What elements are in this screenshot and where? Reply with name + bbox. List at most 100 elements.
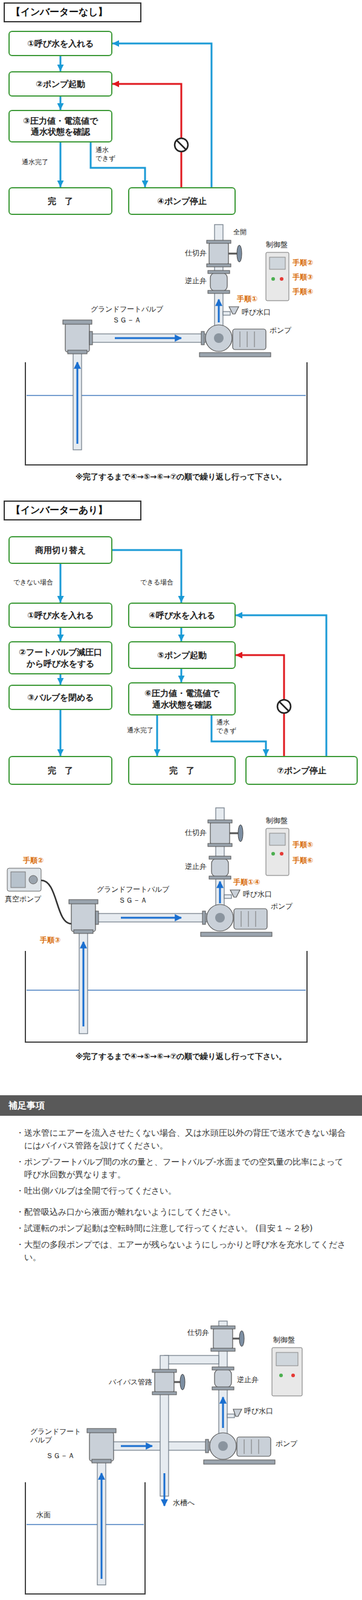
foot-valve	[79, 930, 88, 1035]
water-tank	[25, 951, 308, 1044]
part-label: 呼び水口	[242, 890, 272, 900]
flow-arrow	[100, 1474, 103, 1581]
pump	[251, 1440, 253, 1456]
control-panel	[276, 1353, 298, 1368]
step-label: 手順⑤	[292, 841, 314, 850]
step-label: 手順②	[22, 856, 44, 866]
flow-arrow	[211, 716, 266, 757]
check-valve	[207, 290, 230, 294]
control-panel	[279, 852, 284, 857]
check-valve	[214, 1370, 232, 1389]
pump	[218, 1442, 228, 1453]
prohibition-symbol	[174, 138, 188, 152]
part-label: 呼び水口	[241, 308, 271, 317]
process-box: ①呼び水を入れる	[8, 30, 113, 57]
step-label: 手順③	[292, 273, 314, 282]
vacuum-pump	[41, 881, 72, 925]
priming-port	[223, 311, 231, 316]
edge-label: 通水 できず	[216, 719, 241, 737]
edge-label: できる場合	[140, 578, 174, 588]
step-label: 手順①④	[233, 878, 260, 888]
foot-valve	[71, 903, 96, 933]
part-label: ポンプ	[269, 326, 292, 335]
bypass-pipe	[152, 1356, 185, 1498]
pump	[239, 331, 241, 348]
flow-arrow	[114, 337, 182, 340]
foot-valve	[62, 320, 92, 451]
check-valve	[207, 270, 230, 274]
suction-pipe	[201, 331, 205, 346]
water-tank	[25, 1483, 146, 1596]
part-label: 制御盤	[265, 240, 288, 249]
box-text: ③バルブを閉める	[27, 692, 94, 704]
control-panel	[269, 257, 286, 270]
flow-arrow	[112, 84, 182, 188]
part-label: グランドフートバルブ	[96, 885, 170, 895]
vacuum-pump	[7, 869, 42, 893]
part-label: ＳＧ－Ａ	[112, 316, 142, 325]
box-text: 商用切り替え	[35, 545, 86, 556]
part-label: 仕切弁	[184, 248, 207, 258]
pump	[247, 331, 248, 348]
foot-valve	[97, 1461, 106, 1587]
box-text: 完 了	[47, 195, 74, 207]
bullet-note: ・送水管にエアーを流入させたくない場合、又は水頭圧以外の背圧で送水できない場合に…	[15, 1127, 352, 1154]
notes-list: ・送水管にエアーを流入させたくない場合、又は水頭圧以外の背圧で送水できない場合に…	[15, 1127, 352, 1269]
pump	[203, 1461, 275, 1466]
process-box: ③バルブを閉める	[8, 685, 113, 711]
pump	[206, 905, 234, 932]
gate-valve	[236, 245, 242, 263]
suction-pipe	[95, 914, 207, 923]
bullet-note: ・大型の多段ポンプでは、エアーが残らないようにしっかりと呼び水を充水してください…	[15, 1239, 352, 1265]
foot-valve	[67, 350, 88, 355]
pump	[203, 1434, 275, 1466]
gate-valve	[207, 820, 243, 848]
flow-arrow	[59, 710, 62, 757]
section-header: 【インバーターなし】	[3, 2, 142, 23]
process-box: ②フートバルブ減圧口 から呼び水をする	[8, 641, 113, 676]
box-text: ①呼び水を入れる	[27, 610, 94, 622]
bypass-pipe	[180, 1375, 185, 1392]
pump	[232, 329, 266, 350]
step-label: 手順③	[39, 936, 61, 946]
pump	[255, 911, 257, 928]
box-text: ②フートバルブ減圧口 から呼び水をする	[14, 647, 107, 670]
flow-arrow	[59, 628, 62, 642]
box-text: 補足事項	[8, 1101, 45, 1113]
foot-valve	[73, 350, 82, 451]
box-text: ①呼び水を入れる	[27, 38, 94, 49]
gate-valve	[206, 240, 242, 268]
part-label: ポンプ	[270, 902, 293, 912]
gate-valve	[209, 242, 229, 265]
gate-valve	[239, 1331, 245, 1348]
control-panel	[265, 252, 289, 301]
flow-arrow	[222, 1398, 225, 1430]
check-valve	[207, 270, 230, 294]
suction-pipe	[95, 911, 207, 926]
control-panel	[271, 1348, 303, 1398]
control-panel	[279, 1374, 283, 1379]
process-box: ②ポンプ起動	[8, 71, 113, 97]
process-box: ④ポンプ停止	[128, 187, 236, 216]
pump	[248, 911, 249, 928]
gate-valve	[228, 253, 237, 256]
foot-valve	[68, 900, 98, 905]
water-tank	[25, 951, 308, 1044]
control-panel	[265, 829, 289, 877]
step-label: 手順⑥	[292, 856, 314, 866]
pump	[236, 1438, 271, 1458]
pump	[199, 352, 271, 358]
water-tank	[25, 1483, 146, 1596]
check-valve	[211, 859, 229, 878]
box-text: 【インバーターなし】	[10, 6, 135, 19]
flow-arrow	[120, 1446, 153, 1449]
pump	[199, 325, 271, 358]
control-panel	[265, 252, 289, 301]
part-label: グランドフート バルブ	[30, 1428, 86, 1447]
pump	[213, 333, 224, 344]
priming-port	[229, 307, 239, 315]
suction-pipe	[202, 911, 206, 926]
gate-valve	[206, 264, 231, 268]
flow-arrow	[156, 716, 159, 757]
box-text: 【インバーターあり】	[10, 504, 135, 518]
